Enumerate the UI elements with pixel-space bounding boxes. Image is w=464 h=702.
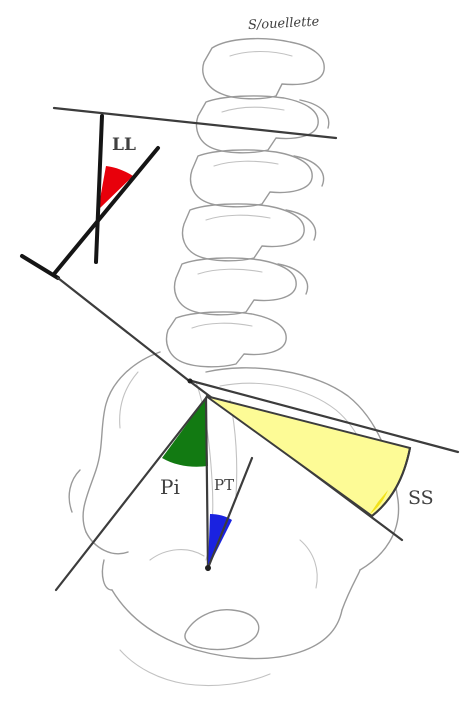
l1-endplate-line	[54, 108, 336, 138]
ss-label: SS	[408, 487, 434, 509]
pelvic-incidence-wedge	[162, 398, 208, 467]
lumbar-lordosis-wedge	[98, 166, 133, 210]
pt-vertical-line	[208, 458, 252, 568]
ll-label: LL	[112, 135, 136, 155]
sacral-slope-angle: SS	[206, 396, 434, 516]
lumbar-lordosis-angle: LL	[54, 116, 158, 274]
pi-line	[56, 398, 206, 590]
author-caption: S/ouellette	[248, 14, 320, 33]
pi-label: Pi	[160, 475, 180, 499]
pi-perpendicular	[206, 398, 208, 570]
femoral-head-center	[205, 565, 211, 571]
sacral-endplate-midpoint	[188, 379, 193, 384]
ll-perpendicular-1	[96, 116, 102, 262]
pt-label: PT	[214, 476, 234, 494]
pelvic-incidence-angle: Pi	[56, 398, 208, 590]
